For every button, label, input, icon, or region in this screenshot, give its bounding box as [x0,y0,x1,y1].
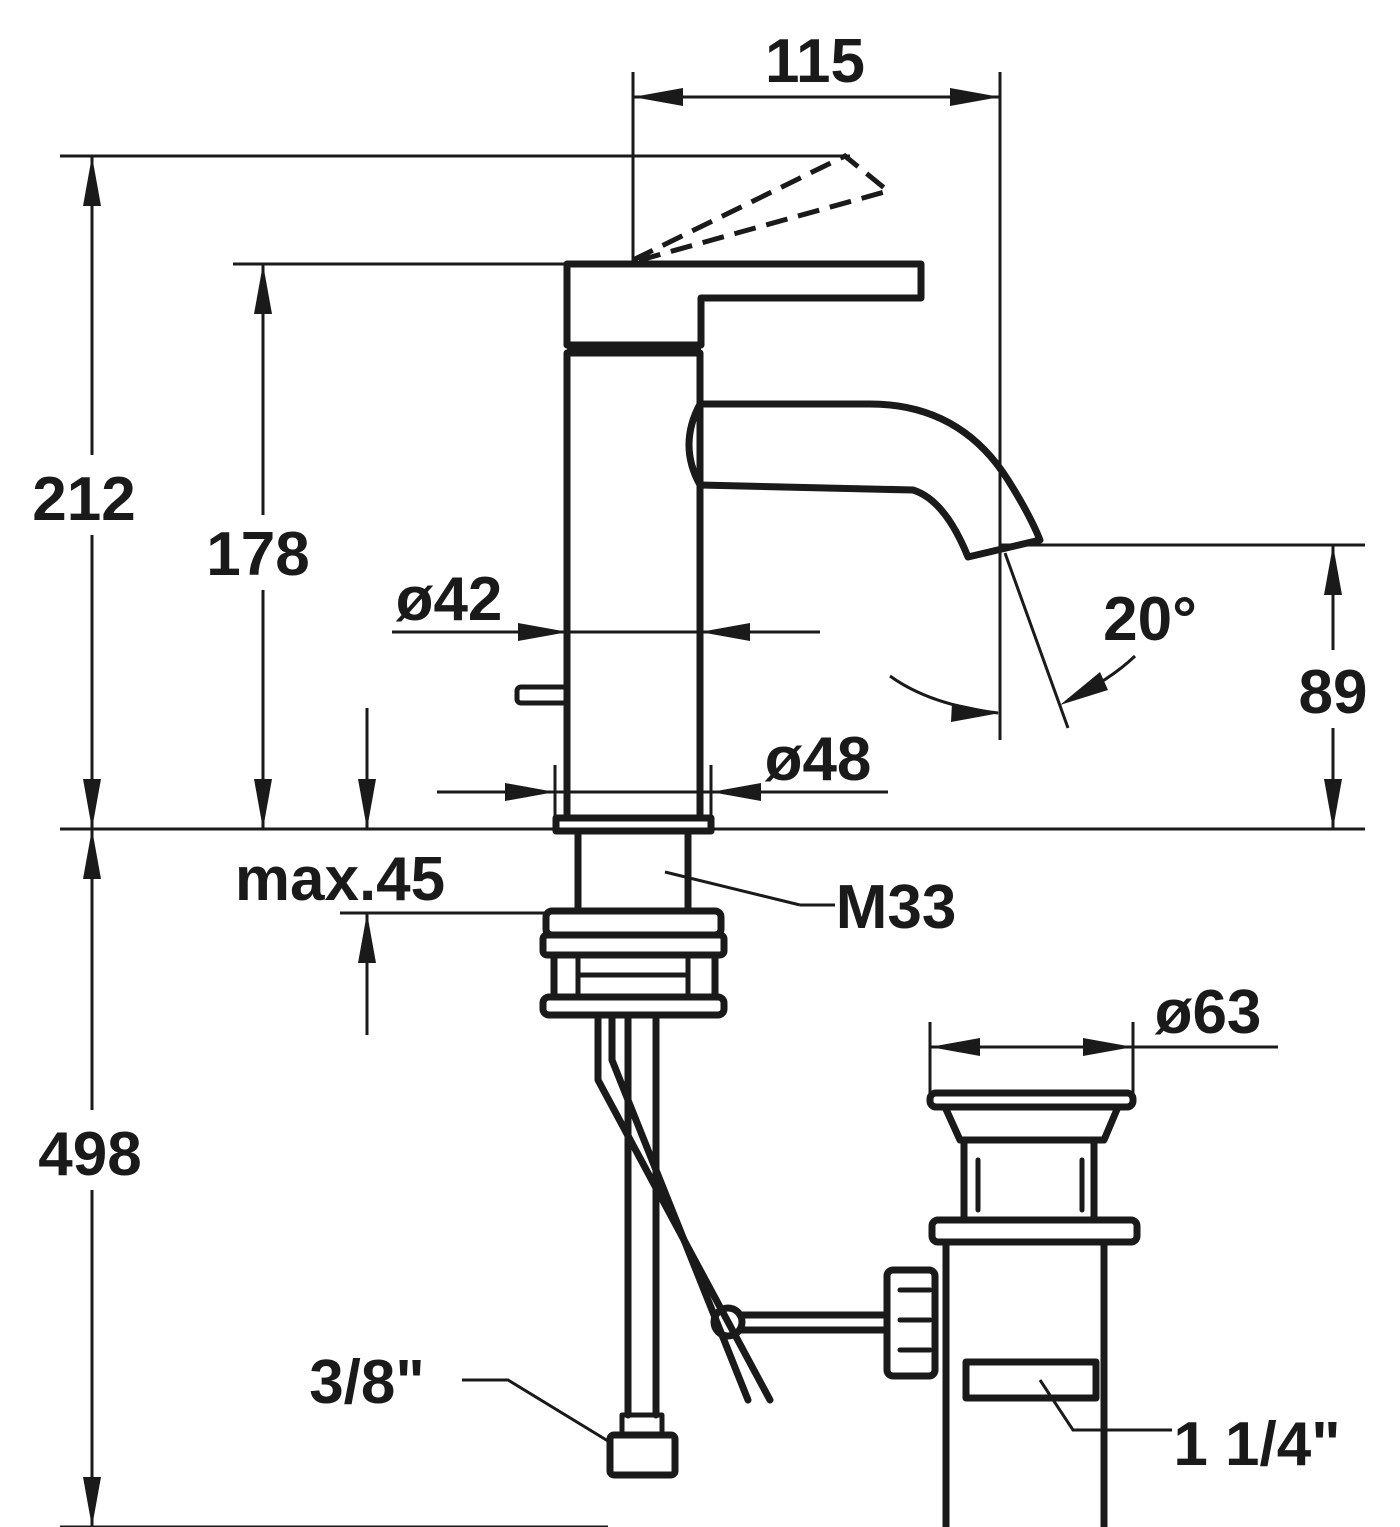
dimension-115: 115 [765,27,865,96]
dimension-lines [83,88,1342,1527]
dimension-ø48: ø48 [765,725,872,794]
dimension-ø63: ø63 [1155,978,1262,1047]
dimension-498: 498 [38,1120,141,1189]
dimension-20-degrees: 20° [1103,585,1197,654]
dimension-max45: max.45 [235,845,445,914]
waste-assembly [710,1089,1141,1527]
dimension-1-1-4-inch: 1 1/4" [1173,1410,1340,1479]
dimension-3-8-inch: 3/8" [309,1348,425,1417]
dimension-labels: 115 212 178 89 ø42 ø48 max.45 M33 498 3/… [32,27,1367,1479]
dimension-ø42: ø42 [396,565,503,634]
dimension-89: 89 [1299,658,1368,727]
dimension-m33: M33 [836,873,957,942]
mounting-assembly [539,827,774,1479]
dimension-212: 212 [32,465,135,534]
dimension-178: 178 [206,520,309,589]
